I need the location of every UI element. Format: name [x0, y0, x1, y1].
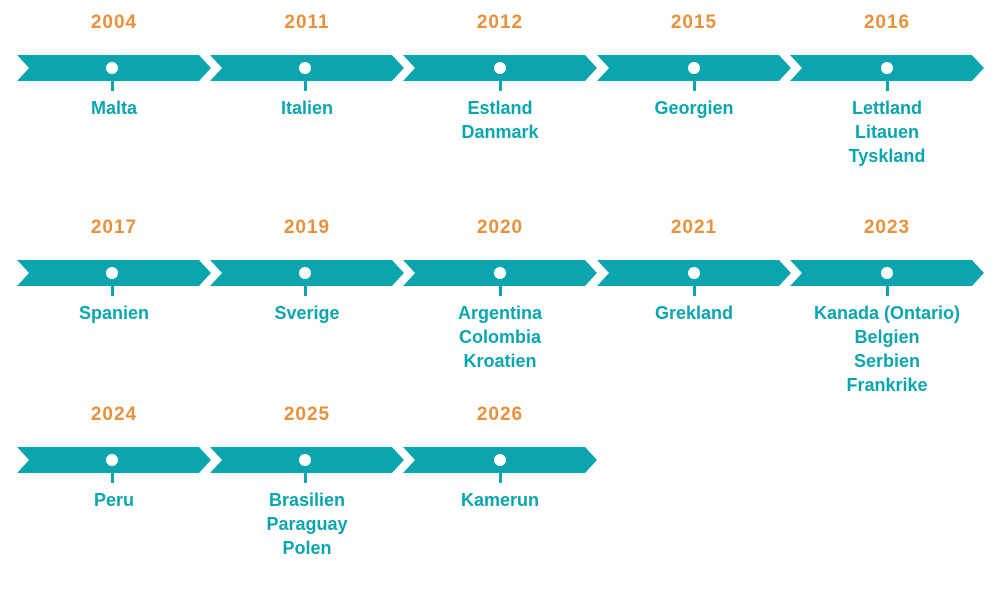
connector-line: [885, 74, 889, 91]
timeline-dot-icon: [299, 454, 311, 466]
country-name: Serbien: [853, 351, 921, 371]
country-name: Spanien: [78, 303, 149, 323]
year-label: 2011: [284, 12, 330, 33]
year-label: 2021: [670, 217, 718, 238]
country-name: Kroatien: [463, 351, 537, 371]
timeline-dot-icon: [688, 62, 700, 74]
timeline-dot-icon: [494, 454, 506, 466]
year-label: 2012: [476, 12, 524, 33]
year-label: 2020: [476, 217, 524, 238]
country-name: Polen: [282, 538, 332, 558]
country-name: Brasilien: [268, 490, 346, 510]
country-name: Sverige: [274, 303, 340, 323]
country-list: Georgien: [587, 96, 801, 120]
connector-line: [303, 466, 307, 483]
timeline-dot-icon: [106, 62, 118, 74]
year-label: 2017: [90, 217, 138, 238]
country-name: Peru: [93, 490, 135, 510]
year-label: 2023: [863, 217, 911, 238]
country-name: Argentina: [457, 303, 542, 323]
country-name: Estland: [467, 98, 533, 118]
country-list: Malta: [7, 96, 221, 120]
country-name: Grekland: [654, 303, 734, 323]
country-name: Malta: [90, 98, 137, 118]
timeline-dot-icon: [106, 267, 118, 279]
timeline-dot-icon: [299, 62, 311, 74]
country-list: Peru: [7, 488, 221, 512]
year-label: 2024: [90, 404, 138, 425]
country-name: Colombia: [458, 327, 541, 347]
country-list: Sverige: [200, 301, 414, 325]
connector-line: [692, 74, 696, 91]
timeline-dot-icon: [688, 267, 700, 279]
connector-line: [498, 279, 502, 296]
country-name: Kamerun: [460, 490, 540, 510]
timeline-dot-icon: [106, 454, 118, 466]
timeline-dot-icon: [881, 267, 893, 279]
year-label: 2025: [283, 404, 331, 425]
year-label: 2016: [863, 12, 911, 33]
year-label: 2004: [90, 12, 138, 33]
country-name: Georgien: [654, 98, 734, 118]
country-name: Litauen: [854, 122, 919, 142]
connector-line: [498, 74, 502, 91]
country-name: Tyskland: [848, 146, 926, 166]
country-name: Belgien: [854, 327, 920, 347]
year-label: 2019: [283, 217, 331, 238]
timeline-dot-icon: [881, 62, 893, 74]
connector-line: [885, 279, 889, 296]
country-name: Danmark: [461, 122, 539, 142]
connector-line: [303, 279, 307, 296]
timeline-dot-icon: [494, 62, 506, 74]
connector-line: [110, 466, 114, 483]
year-label: 2026: [476, 404, 524, 425]
country-name: Kanada (Ontario): [813, 303, 960, 323]
connector-line: [692, 279, 696, 296]
country-name: Italien: [280, 98, 333, 118]
country-list: Italien: [200, 96, 414, 120]
connector-line: [110, 74, 114, 91]
timeline-dot-icon: [299, 267, 311, 279]
country-list: Spanien: [7, 301, 221, 325]
country-list: Grekland: [587, 301, 801, 325]
timeline-dot-icon: [494, 267, 506, 279]
country-name: Lettland: [852, 98, 922, 118]
country-list: Kamerun: [393, 488, 607, 512]
connector-line: [498, 466, 502, 483]
year-label: 2015: [670, 12, 718, 33]
country-name: Paraguay: [266, 514, 348, 534]
country-name: Frankrike: [846, 375, 928, 395]
connector-line: [303, 74, 307, 91]
connector-line: [110, 279, 114, 296]
